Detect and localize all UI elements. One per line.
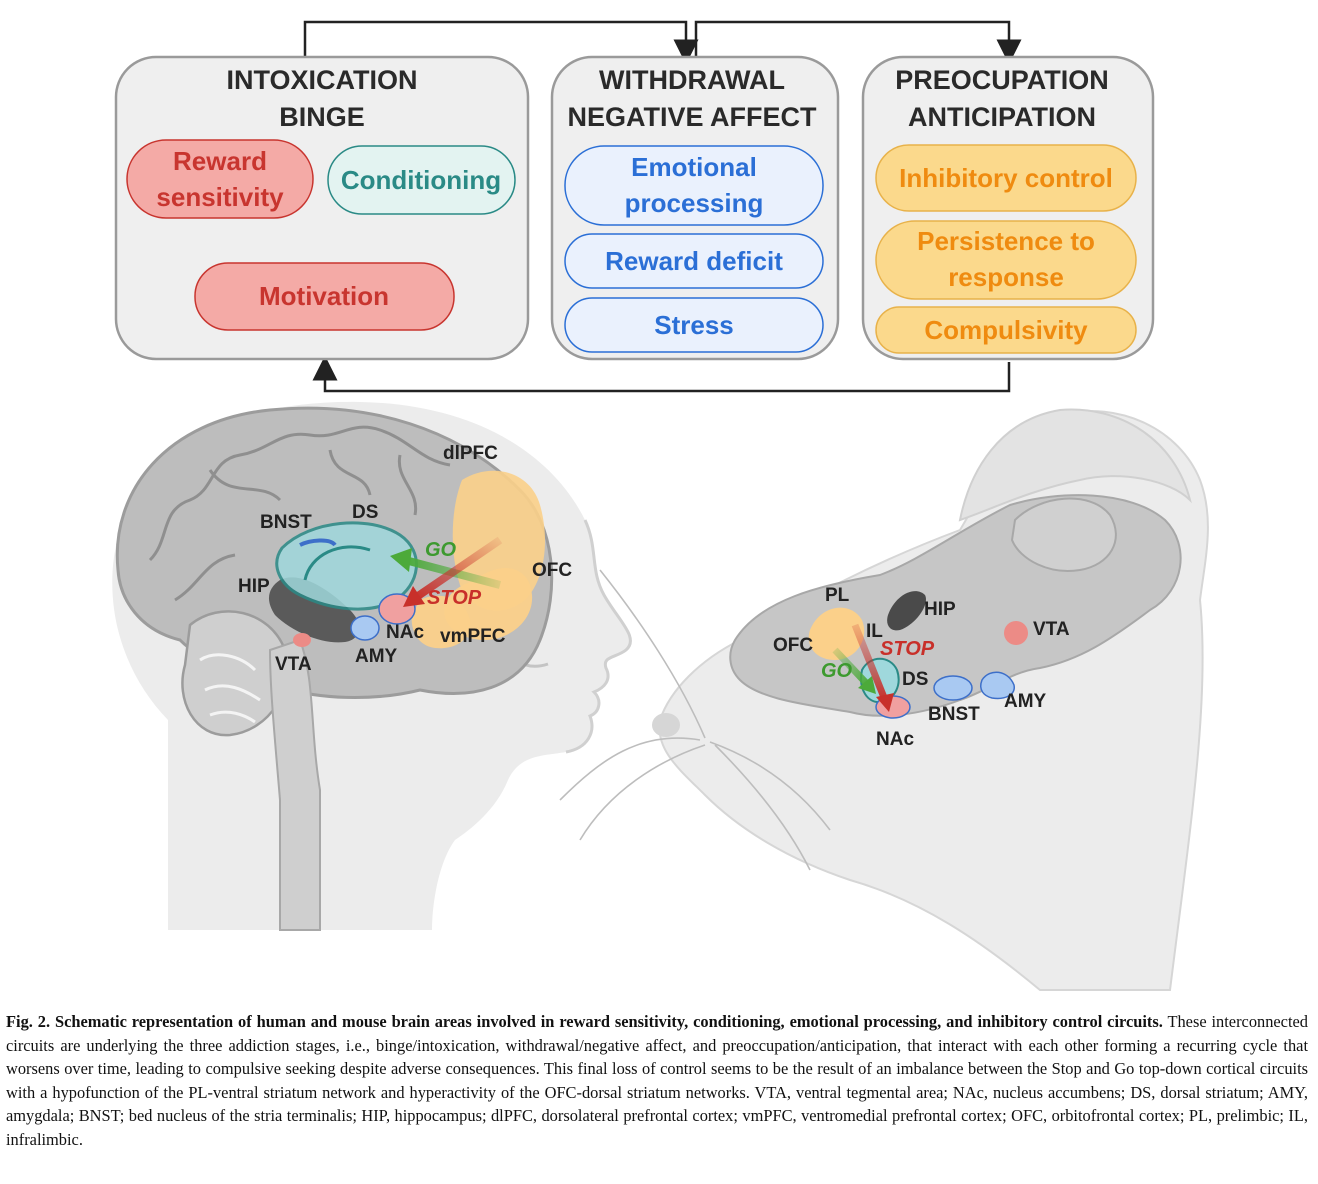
human-bnst-region xyxy=(299,538,337,547)
mouse-label-nac: NAc xyxy=(876,729,914,750)
mouse-label-go: GO xyxy=(821,660,853,682)
pill-motivation: Motivation xyxy=(194,262,455,331)
human-label-vmpfc: vmPFC xyxy=(440,626,506,647)
mouse-head-illustration: PL HIP OFC IL STOP VTA GO DS BNST AMY NA… xyxy=(559,408,1209,991)
pill-label-line: response xyxy=(948,262,1064,292)
mouse-ear xyxy=(958,408,1192,522)
human-label-hip: HIP xyxy=(238,576,270,597)
caption-body: These interconnected circuits are underl… xyxy=(6,1012,1308,1149)
mouse-label-il: IL xyxy=(866,621,883,642)
pill-label-inhibitory-control: Inhibitory control xyxy=(899,163,1113,193)
mouse-label-ds: DS xyxy=(902,669,928,690)
human-vta-region xyxy=(293,633,311,647)
cycle-connectors xyxy=(303,20,1022,393)
human-face-profile-line xyxy=(565,519,632,754)
human-brain-gyri xyxy=(148,425,451,602)
human-cerebellum-folia xyxy=(199,653,261,724)
pill-label-line: Emotional xyxy=(631,152,757,182)
pill-emotional-processing: Emotional processing xyxy=(564,145,824,226)
pill-inhibitory-control: Inhibitory control xyxy=(875,144,1137,212)
mouse-label-stop: STOP xyxy=(880,638,935,660)
mouse-label-amy: AMY xyxy=(1004,691,1047,712)
caption-bold-title: Schematic representation of human and mo… xyxy=(54,1012,1163,1031)
pill-label-reward-deficit: Reward deficit xyxy=(605,246,783,276)
mouse-go-arrowhead xyxy=(858,676,876,694)
pill-label-line: Reward xyxy=(173,146,267,176)
mouse-label-vta: VTA xyxy=(1033,619,1070,640)
pill-label-emotional-processing: Emotional processing xyxy=(625,152,764,218)
mouse-whiskers xyxy=(559,569,831,871)
mouse-cerebellum xyxy=(1010,497,1117,572)
human-label-vta: VTA xyxy=(275,654,312,675)
mouse-amy-region xyxy=(980,671,1015,700)
stage-title-preoccupation-line2: ANTICIPATION xyxy=(908,102,1096,132)
human-amy-region xyxy=(350,615,380,641)
human-label-go: GO xyxy=(425,539,457,561)
human-label-nac: NAc xyxy=(386,622,424,643)
mouse-hip-region xyxy=(887,591,926,631)
pill-label-line: Persistence to xyxy=(917,226,1095,256)
mouse-label-bnst: BNST xyxy=(928,704,980,725)
human-label-dlpfc: dlPFC xyxy=(443,443,498,464)
human-label-bnst: BNST xyxy=(260,512,312,533)
human-label-stop: STOP xyxy=(427,587,482,609)
pill-label-line: sensitivity xyxy=(156,182,284,212)
pill-label-motivation: Motivation xyxy=(259,281,389,311)
stage-panel-preoccupation: PREOCUPATION ANTICIPATION Inhibitory con… xyxy=(861,55,1155,361)
pill-label-line: processing xyxy=(625,188,764,218)
stage-title-withdrawal-line2: NEGATIVE AFFECT xyxy=(568,102,818,132)
pill-conditioning: Conditioning xyxy=(327,145,516,215)
mouse-bnst-region xyxy=(933,675,973,701)
stage-title-preoccupation-line1: PREOCUPATION xyxy=(895,65,1109,95)
mouse-label-hip: HIP xyxy=(924,599,956,620)
human-vmpfc-region xyxy=(411,595,471,649)
human-ds-inner-curve xyxy=(303,545,371,581)
connector-binge-to-withdrawal xyxy=(303,20,699,65)
human-head-illustration: dlPFC BNST DS GO OFC HIP STOP NAc vmPFC … xyxy=(112,401,632,931)
human-label-ds: DS xyxy=(352,502,378,523)
mouse-label-pl: PL xyxy=(825,585,850,606)
stage-panel-withdrawal: WITHDRAWAL NEGATIVE AFFECT Emotional proc… xyxy=(550,55,840,361)
stage-panel-binge: INTOXICATION BINGE Reward sensitivity Con… xyxy=(114,55,530,361)
connector-preoccupation-to-binge xyxy=(312,355,1011,393)
pill-persistence-to-response: Persistence to response xyxy=(875,220,1137,300)
human-go-arrowhead xyxy=(390,548,412,572)
human-stop-arrow xyxy=(412,536,503,602)
stage-title-binge-line2: BINGE xyxy=(279,102,365,132)
stage-title-withdrawal-line1: WITHDRAWAL xyxy=(599,65,785,95)
human-stop-arrowhead xyxy=(403,586,425,607)
pill-reward-deficit: Reward deficit xyxy=(564,233,824,289)
mouse-stop-arrowhead xyxy=(876,693,894,712)
human-thalamus-dark xyxy=(268,577,360,643)
figure-caption: Fig. 2. Schematic representation of huma… xyxy=(6,1010,1308,1152)
connector-withdrawal-to-preoccupation xyxy=(694,20,1022,65)
pill-compulsivity: Compulsivity xyxy=(875,306,1137,354)
pill-label-compulsivity: Compulsivity xyxy=(924,315,1088,345)
mouse-nose xyxy=(652,713,680,737)
stage-title-binge-line1: INTOXICATION xyxy=(226,65,417,95)
pill-label-conditioning: Conditioning xyxy=(341,165,501,195)
mouse-vta-region xyxy=(1004,621,1028,645)
human-label-amy: AMY xyxy=(355,646,398,667)
pill-label-persistence-to-response: Persistence to response xyxy=(917,226,1095,292)
figure-diagram: INTOXICATION BINGE Reward sensitivity Con… xyxy=(112,20,1209,991)
mouse-label-ofc: OFC xyxy=(773,635,813,656)
caption-fig-label: Fig. 2. xyxy=(6,1012,51,1031)
human-brainstem xyxy=(268,638,321,931)
pill-label-stress: Stress xyxy=(654,310,734,340)
mouse-go-arrow xyxy=(832,647,871,688)
mouse-stop-arrow xyxy=(851,623,889,702)
pill-reward-sensitivity: Reward sensitivity xyxy=(126,139,314,219)
pill-stress: Stress xyxy=(564,297,824,353)
pill-label-reward-sensitivity: Reward sensitivity xyxy=(156,146,284,212)
human-label-ofc: OFC xyxy=(532,560,572,581)
mouse-pfc-region xyxy=(808,607,865,660)
